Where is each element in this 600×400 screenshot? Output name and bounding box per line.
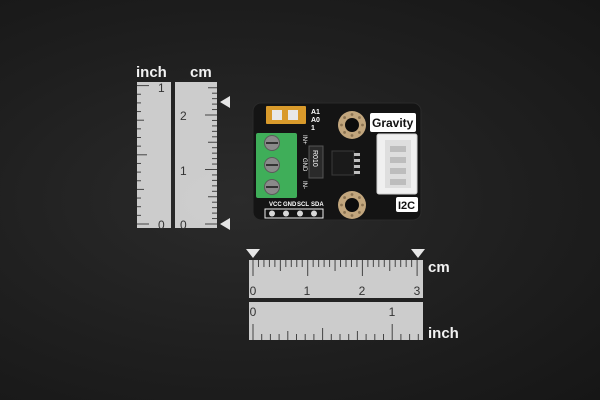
- horizontal-ruler-ticks: [252, 260, 419, 340]
- vertical-ruler-cm-strip: [175, 82, 217, 228]
- horizontal-ruler-inch-tick-0: 0: [250, 305, 257, 319]
- pin-label-scl: SCL: [297, 202, 309, 208]
- sensor-board: A1 A0 1 IN+ GND IN- R010 Gravity: [252, 102, 422, 221]
- via-dot: [358, 196, 361, 199]
- vertical-ruler-bottom-marker: [220, 218, 230, 230]
- via-dot: [343, 211, 346, 214]
- brand-label: Gravity: [372, 116, 414, 130]
- connector-pin: [390, 168, 406, 174]
- via-dot: [343, 116, 346, 119]
- dip-switch-toggle-1: [272, 110, 282, 120]
- ic-chip: [331, 150, 355, 176]
- horizontal-ruler-inch-label: inch: [428, 325, 459, 342]
- pin-header-outline: [264, 208, 324, 219]
- vertical-ruler-top-marker: [220, 96, 230, 108]
- connector-pin: [390, 146, 406, 152]
- pin-label-gnd: GND: [283, 202, 297, 208]
- header-pin: [297, 210, 303, 217]
- via-dot: [343, 131, 346, 134]
- chip-pin: [354, 159, 360, 162]
- horizontal-ruler-cm-tick-1: 1: [304, 284, 311, 298]
- shunt-resistor-marking: R010: [311, 150, 318, 167]
- dip-label-a1: A1: [311, 109, 320, 116]
- via-dot: [340, 123, 343, 127]
- horizontal-ruler-cm-tick-3: 3: [414, 284, 421, 298]
- horizontal-ruler-right-marker: [411, 249, 425, 258]
- connector-pin: [390, 179, 406, 185]
- chip-pin: [354, 171, 360, 174]
- header-pin: [311, 210, 317, 217]
- vertical-ruler-inch-label: inch: [136, 64, 167, 81]
- via-dot: [358, 211, 361, 214]
- horizontal-ruler-cm-tick-0: 0: [250, 284, 257, 298]
- header-pin: [269, 210, 275, 217]
- vertical-ruler: inch cm 0 1 0 1 2: [136, 64, 230, 232]
- via-dot: [361, 123, 364, 127]
- vertical-ruler-ticks: [137, 85, 217, 225]
- vertical-ruler-cm-tick-2: 2: [180, 109, 187, 123]
- brand-label-box: [370, 113, 416, 132]
- vertical-ruler-cm-tick-1: 1: [180, 164, 187, 178]
- via-dot: [350, 113, 354, 116]
- dip-switch: [266, 106, 306, 124]
- via-dot: [340, 203, 343, 207]
- connector-pin: [390, 157, 406, 163]
- dip-label-a0: A0: [311, 117, 320, 124]
- via-dot: [350, 214, 354, 217]
- interface-label: I2C: [398, 200, 415, 212]
- pin-label-vcc: VCC: [269, 202, 282, 208]
- vertical-ruler-cm-tick-0: 0: [180, 218, 187, 232]
- horizontal-ruler-left-marker: [246, 249, 260, 258]
- vertical-ruler-inch-tick-0: 0: [158, 218, 165, 232]
- horizontal-ruler-cm-strip: [249, 260, 423, 298]
- terminal-label-in-minus: IN-: [301, 181, 307, 189]
- vertical-ruler-inch-tick-1: 1: [158, 81, 165, 95]
- chip-pin: [354, 165, 360, 168]
- horizontal-ruler-inch-tick-1: 1: [389, 305, 396, 319]
- vertical-ruler-cm-label: cm: [190, 64, 212, 81]
- dip-label-1: 1: [311, 125, 315, 132]
- via-dot: [358, 131, 361, 134]
- via-dot: [350, 193, 354, 196]
- header-pin: [283, 210, 289, 217]
- horizontal-ruler: 0 1 2 3 0 1 cm inch: [246, 249, 459, 342]
- via-dot: [358, 116, 361, 119]
- shunt-resistor: [308, 145, 324, 179]
- terminal-label-gnd: GND: [301, 158, 307, 172]
- via-dot: [361, 203, 364, 207]
- horizontal-ruler-cm-tick-2: 2: [359, 284, 366, 298]
- interface-label-box: [396, 197, 418, 212]
- via-dot: [350, 134, 354, 137]
- horizontal-ruler-inch-strip: [249, 302, 423, 340]
- pin-label-sda: SDA: [311, 202, 324, 208]
- horizontal-ruler-cm-label: cm: [428, 259, 450, 276]
- chip-pin: [354, 153, 360, 156]
- via-dot: [343, 196, 346, 199]
- terminal-label-in-plus: IN+: [301, 135, 307, 145]
- dip-switch-toggle-2: [288, 110, 298, 120]
- screw-terminal: [256, 133, 297, 198]
